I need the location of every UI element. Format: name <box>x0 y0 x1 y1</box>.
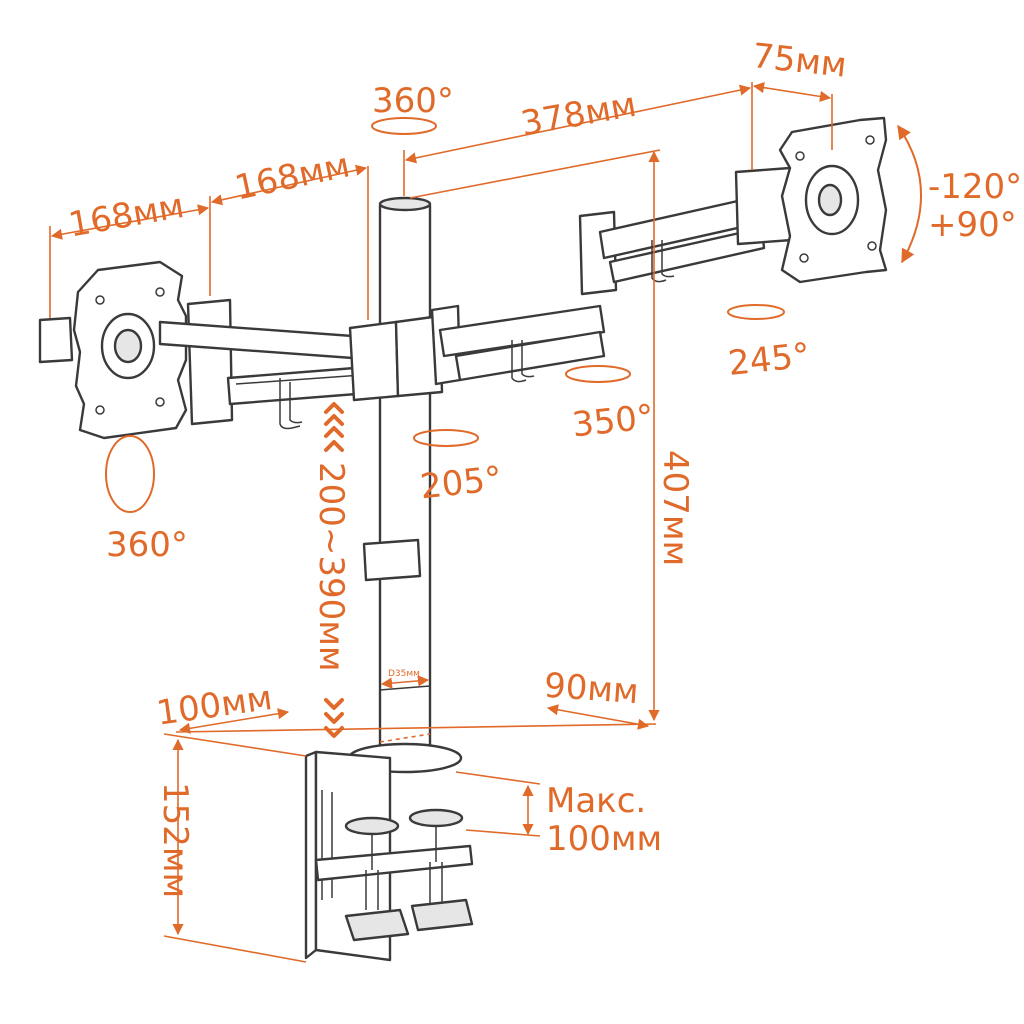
label-base-right-depth: 90мм <box>543 666 640 712</box>
rotation-icon-right-head <box>727 304 785 320</box>
dim-arm-left-inner <box>210 164 368 206</box>
label-tilt-up: -120° <box>928 167 1022 207</box>
dim-ext-clamp-top <box>163 733 307 757</box>
label-swivel-right-arm: 350° <box>570 397 656 445</box>
rotation-arrows <box>105 117 923 513</box>
dim-ext-top <box>409 149 661 199</box>
rotation-icon-top <box>371 117 437 135</box>
dim-base-dash <box>379 733 431 743</box>
label-desk-thickness-1: Макс. <box>546 781 646 821</box>
label-pole-height: 407мм <box>655 450 695 566</box>
dimension-lines <box>49 82 833 963</box>
dim-ext-desk-bottom <box>465 829 541 837</box>
label-pole-diameter: D35мм <box>388 669 420 679</box>
dim-ext-clamp-bottom <box>163 935 307 963</box>
label-top-rotation: 360° <box>372 81 454 121</box>
label-desk-thickness-2: 100мм <box>546 819 662 859</box>
right-vesa-plate <box>778 116 888 284</box>
dim-pole-diameter <box>380 675 430 689</box>
label-height-adjust: 200~390мм <box>311 462 351 672</box>
label-arm-left-inner: 168мм <box>231 145 353 208</box>
left-vesa-plate <box>38 260 188 440</box>
center-pole <box>348 196 462 766</box>
label-arm-right-span: 378мм <box>518 85 639 145</box>
height-adjust-chevrons <box>324 402 344 738</box>
label-vesa-size: 75мм <box>750 36 848 86</box>
label-arm-left-outer: 168мм <box>66 186 187 246</box>
mount-drawing <box>38 116 888 962</box>
label-base-left-depth: 100мм <box>154 678 275 734</box>
label-swivel-right-head: 245° <box>726 336 812 384</box>
label-tilt-down: +90° <box>928 205 1017 245</box>
desk-clamp <box>304 742 474 962</box>
left-outer-arm <box>158 298 384 430</box>
rotation-icon-left-arm <box>413 429 479 447</box>
tilt-arc <box>897 124 923 264</box>
dim-arm-left-outer <box>50 204 210 240</box>
rotation-icon-right-arm <box>565 365 631 383</box>
dim-base-left <box>178 708 290 734</box>
label-left-head-rotation: 360° <box>106 525 188 565</box>
label-clamp-height: 152мм <box>155 782 195 898</box>
dim-arm-right-span <box>404 84 752 164</box>
dim-ext-desk-top <box>455 771 541 785</box>
dim-base-right <box>546 704 650 730</box>
label-swivel-left-arm: 205° <box>418 459 504 507</box>
dim-vesa-size <box>752 82 832 102</box>
rotation-icon-left-head <box>105 435 155 513</box>
